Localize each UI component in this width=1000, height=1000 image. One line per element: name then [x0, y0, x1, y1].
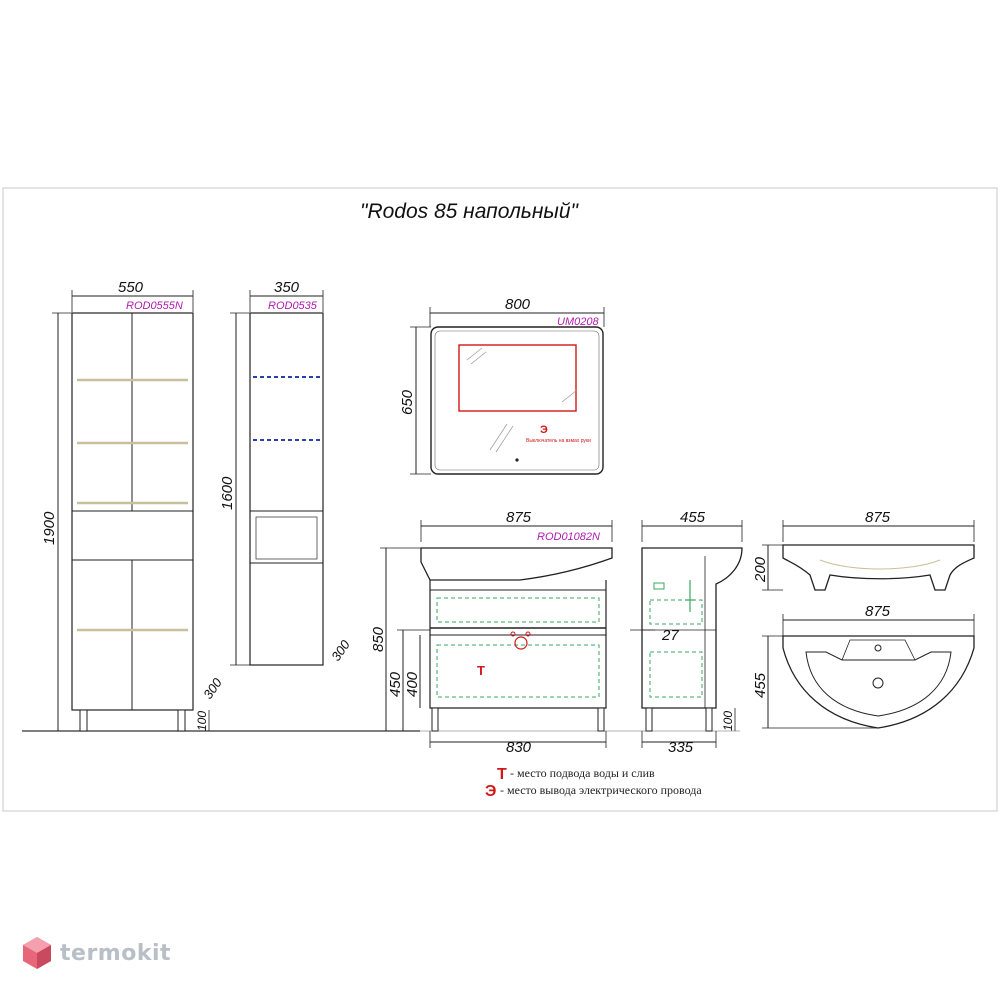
brand-name: termokit — [60, 940, 172, 966]
narrow-cabinet-depth: 300 — [328, 637, 353, 664]
basin-width-plan: 875 — [865, 603, 891, 620]
brand-logo: termokit — [22, 936, 171, 970]
vanity-bottom-width: 830 — [506, 739, 532, 756]
mirror-width: 800 — [505, 296, 531, 313]
basin-width-top: 875 — [865, 509, 891, 526]
vanity-height-total: 850 — [370, 626, 387, 652]
narrow-cabinet-code: ROD0535 — [268, 300, 318, 312]
side-bottom-depth: 335 — [668, 739, 694, 756]
side-leg: 100 — [721, 711, 735, 731]
tall-cabinet: 550 ROD0555N 1900 100 300 — [41, 279, 225, 732]
vanity-width: 875 — [506, 509, 532, 526]
legend-water-symbol: Т — [497, 766, 507, 783]
vanity-water-marker: Т — [477, 663, 485, 678]
drawing-frame — [2, 187, 998, 812]
basin-depth-plan: 455 — [752, 672, 769, 698]
mirror-height: 650 — [399, 389, 416, 415]
legend-water-text: - место подвода воды и слив — [510, 766, 655, 780]
plumbing-outlet-icon — [514, 636, 528, 650]
drain-icon — [872, 677, 884, 689]
mirror-sensor-icon — [515, 458, 519, 462]
mirror-switch-symbol: Э — [540, 424, 548, 436]
tall-cabinet-code: ROD0555N — [126, 300, 183, 312]
legend-electric-text: - место вывода электрического провода — [500, 783, 702, 797]
narrow-cabinet-height: 1600 — [219, 476, 236, 510]
vanity-code: ROD01082N — [537, 531, 600, 543]
tall-cabinet-width: 550 — [118, 279, 144, 296]
vanity-front: 875 ROD01082N Т 850 450 400 830 — [370, 509, 613, 756]
basin-height: 200 — [752, 556, 769, 583]
mirror: 800 UM0208 Э Выключатель на взмах руки 6… — [399, 296, 605, 475]
vanity-height-450: 450 — [387, 671, 404, 697]
hexagon-logo-icon — [23, 937, 51, 969]
vanity-side: 455 27 335 100 — [630, 509, 743, 756]
basin-plan: 875 455 — [752, 603, 975, 729]
tall-cabinet-leg: 100 — [195, 711, 209, 731]
basin-front: 875 200 — [752, 509, 975, 591]
narrow-cabinet: 350 ROD0535 1600 300 — [219, 279, 353, 666]
side-depth: 455 — [680, 509, 706, 526]
legend: Т - место подвода воды и слив Э - место … — [485, 766, 702, 800]
vanity-height-400: 400 — [404, 671, 421, 697]
drawing-title: "Rodos 85 напольный" — [360, 200, 580, 223]
tall-cabinet-depth: 300 — [200, 675, 225, 702]
narrow-cabinet-width: 350 — [274, 279, 300, 296]
mirror-code: UM0208 — [557, 316, 599, 328]
legend-electric-symbol: Э — [485, 783, 496, 800]
side-offset: 27 — [661, 627, 679, 644]
tall-cabinet-height: 1900 — [41, 511, 58, 545]
mirror-switch-note: Выключатель на взмах руки — [526, 438, 591, 444]
faucet-hole-icon — [874, 644, 882, 652]
